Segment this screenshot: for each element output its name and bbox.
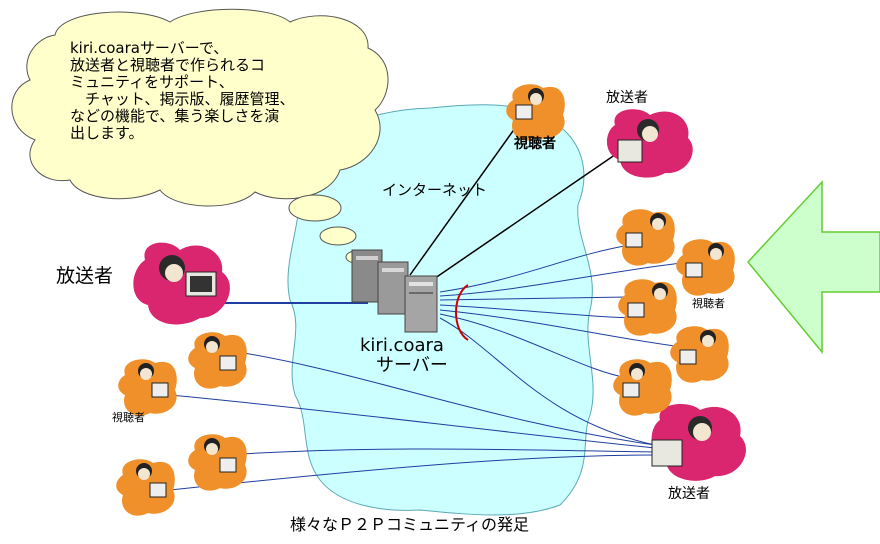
server-kind-label: サーバー <box>376 355 448 376</box>
broadcaster-left-figure <box>133 242 230 325</box>
bubble-text: kiri.coaraサーバーで、 放送者と視聴者で作られるコ ミュニティをサポー… <box>70 40 360 142</box>
server-stack <box>351 249 438 333</box>
broadcaster-bottom-label: 放送者 <box>668 486 710 502</box>
link-broadcaster-top <box>424 149 623 286</box>
broadcaster-top-figure <box>606 109 693 178</box>
viewer-top-label: 視聴者 <box>514 136 556 152</box>
arrow-left <box>747 180 880 355</box>
bubble-line-2: 放送者と視聴者で作られるコ <box>70 56 266 74</box>
bubble-line-1: kiri.coaraサーバーで、 <box>70 39 229 57</box>
bubble-line-4: チャット、掲示版、履歴管理、 <box>70 90 295 108</box>
bubble-line-6: 出します。 <box>70 124 144 142</box>
viewer-figures <box>116 84 735 516</box>
broadcaster-bottom-figure <box>651 404 746 481</box>
bubble-line-5: などの機能で、集う楽しさを演 <box>70 107 280 125</box>
thought-bubble <box>11 8 389 207</box>
internet-label: インターネット <box>382 181 488 199</box>
broadcaster-left-label: 放送者 <box>56 265 114 287</box>
server-name-label: kiri.coara <box>360 335 444 356</box>
thought-dot-2 <box>319 226 357 246</box>
bubble-line-3: ミュニティをサポート、 <box>70 73 234 91</box>
viewer-left-label: 視聴者 <box>112 411 145 424</box>
links-left <box>169 349 656 491</box>
broadcaster-top-label: 放送者 <box>606 90 648 106</box>
caption: 様々なＰ２Ｐコミュニティの発足 <box>290 515 530 534</box>
links-right <box>439 244 691 446</box>
link-viewer-top <box>409 109 529 276</box>
thought-dot-1 <box>288 194 342 222</box>
viewer-right-label: 視聴者 <box>692 297 725 310</box>
signal-arc <box>455 284 469 341</box>
